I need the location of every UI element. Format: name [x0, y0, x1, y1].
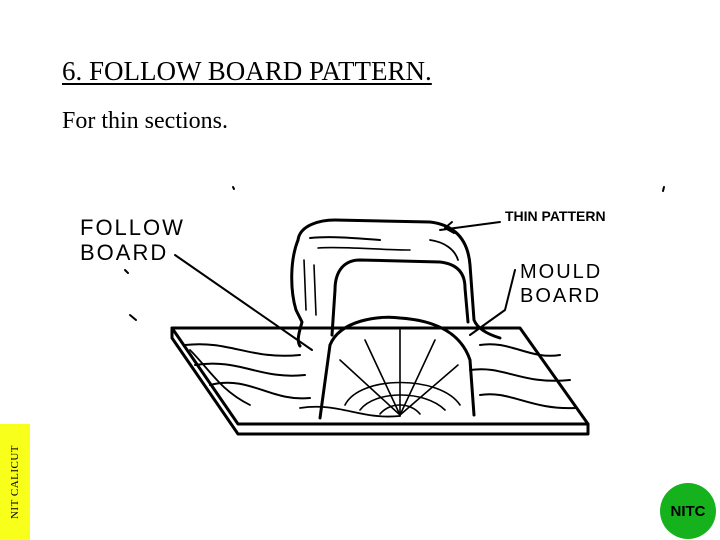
follow-board-label: FOLLOW BOARD [80, 215, 185, 265]
institute-banner: NIT CALICUT [0, 424, 30, 540]
follow-board-label-line1: FOLLOW [80, 215, 185, 240]
follow-board-pattern-illustration: FOLLOW BOARD THIN PATTERN MOULD BOARD [0, 170, 720, 470]
mould-board-label: MOULD BOARD [520, 260, 602, 308]
thin-pattern-shell [296, 218, 502, 340]
follow-board-label-line2: BOARD [80, 240, 169, 265]
nitc-logo: NITC [660, 483, 716, 539]
mould-board-label-line2: BOARD [520, 285, 602, 307]
nitc-logo-text: NITC [670, 502, 706, 520]
slide-subtitle: For thin sections. [62, 108, 228, 134]
thin-pattern-label: THIN PATTERN [505, 208, 606, 224]
institute-banner-text: NIT CALICUT [9, 444, 22, 520]
mould-board-section [328, 315, 476, 417]
mould-board-label-line1: MOULD [520, 261, 603, 283]
follow-board-plank [170, 326, 590, 426]
illustration-drawing [124, 186, 665, 436]
slide-title: 6. FOLLOW BOARD PATTERN. [62, 56, 432, 86]
